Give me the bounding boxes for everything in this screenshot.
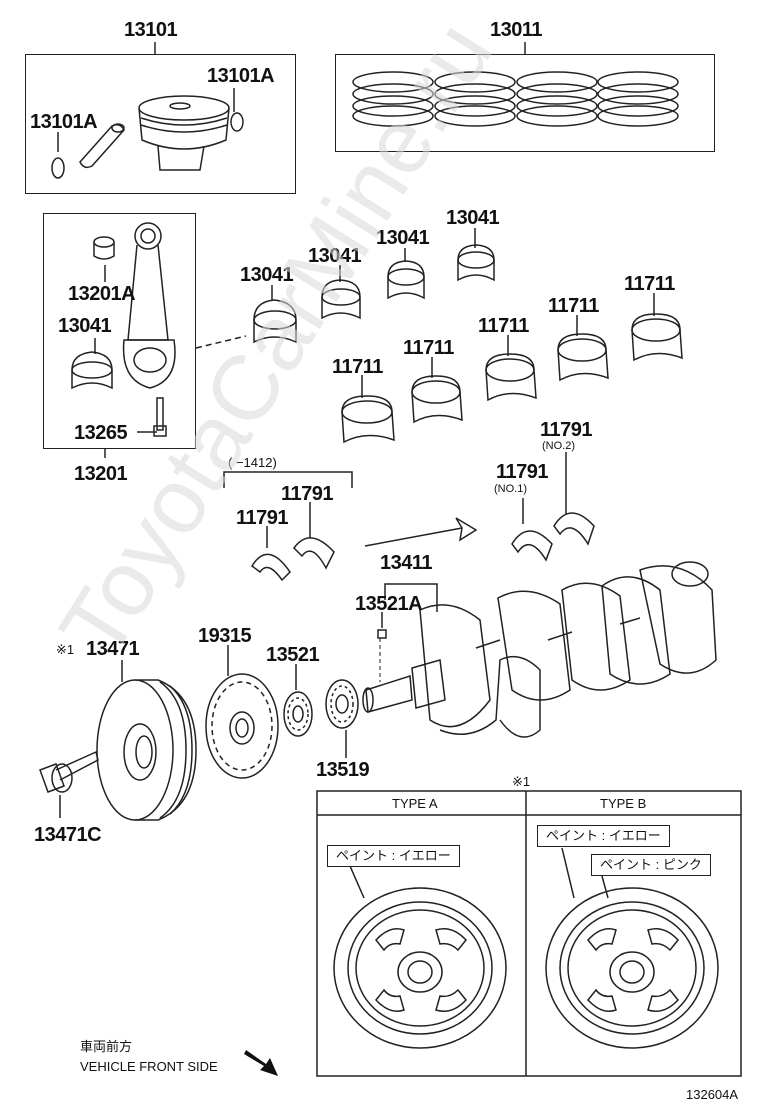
type-b-paint-callout-1: ペイント : イエロー: [537, 825, 670, 847]
main-bearing-upper-icons: [253, 244, 495, 344]
pulley-bolt-icon: [39, 750, 99, 793]
label-13521: 13521: [266, 644, 320, 666]
note-no1: (NO.1): [494, 483, 527, 495]
piston-icon: [138, 95, 230, 171]
oil-pump-drive-gear-icon: [283, 691, 313, 737]
type-table: [316, 790, 742, 1077]
label-13521A: 13521A: [355, 593, 423, 615]
snap-ring-left-icon: [51, 157, 65, 179]
label-11711-e: 11711: [624, 273, 675, 295]
label-11711-d: 11711: [548, 295, 599, 317]
figure-id: 132604A: [686, 1087, 739, 1102]
label-13201A: 13201A: [68, 283, 136, 305]
vehicle-front-en: VEHICLE FRONT SIDE: [80, 1059, 218, 1074]
type-b-pulley-icon: [545, 887, 719, 1049]
label-11711-c: 11711: [478, 315, 529, 337]
bracket-1412: [223, 471, 353, 488]
direction-arrow-icon: [364, 517, 478, 547]
type-a-pointer: [349, 865, 365, 899]
mark-13471: ※1: [56, 642, 75, 657]
label-11711-b: 11711: [403, 337, 454, 359]
label-13101A-left: 13101A: [30, 111, 98, 133]
label-13519: 13519: [316, 759, 370, 781]
label-13041-d: 13041: [446, 207, 500, 229]
type-b-pointer-1: [561, 847, 575, 899]
crank-sprocket-icon: [205, 673, 279, 779]
type-a-pulley-icon: [333, 887, 507, 1049]
type-table-mark: ※1: [512, 774, 531, 789]
crankshaft-pulley-icon: [96, 679, 197, 821]
piston-box: [25, 54, 296, 194]
rod-box: [43, 213, 196, 449]
rod-bearing-icon: [71, 351, 113, 390]
snap-ring-right-icon: [230, 112, 244, 132]
vehicle-front-jp: 車両前方: [80, 1039, 133, 1054]
note-1412: ( −1412): [228, 455, 277, 470]
piston-pin-icon: [79, 123, 125, 169]
type-a-header: TYPE A: [392, 796, 438, 811]
label-11791-left-b: 11791: [281, 483, 334, 505]
small-end-bushing-icon: [93, 236, 115, 260]
type-b-paint-callout-2: ペイント : ピンク: [591, 854, 711, 876]
type-b-pointer-2: [601, 875, 609, 899]
bracket-13411: [384, 583, 438, 600]
rod-bolt-icon: [153, 397, 167, 437]
label-13041-rod: 13041: [58, 315, 112, 337]
label-13411: 13411: [380, 552, 433, 574]
label-19315: 19315: [198, 625, 252, 647]
crank-key-icon: [377, 629, 387, 639]
label-13265: 13265: [74, 422, 128, 444]
vehicle-front-arrow-icon: [244, 1050, 278, 1076]
label-11791-left-a: 11791: [236, 507, 289, 529]
label-13101A-right: 13101A: [207, 65, 275, 87]
label-13201: 13201: [74, 463, 128, 485]
thrust-washer-icons: [251, 512, 595, 582]
label-13011: 13011: [490, 19, 543, 41]
label-11791-mid: 11791: [496, 461, 549, 483]
connecting-rod-icon: [122, 222, 176, 389]
label-13471: 13471: [86, 638, 140, 660]
rings-box: [335, 54, 715, 152]
label-13101: 13101: [124, 19, 178, 41]
label-11791-top: 11791: [540, 419, 593, 441]
piston-rings-icon: [352, 71, 679, 127]
type-a-paint-callout: ペイント : イエロー: [327, 845, 460, 867]
dashed-leader: [195, 335, 247, 349]
balance-shaft-gear-icon: [325, 679, 359, 729]
label-13041-a: 13041: [240, 264, 294, 286]
label-13041-b: 13041: [308, 245, 362, 267]
crankshaft-icon: [362, 561, 717, 738]
note-no2: (NO.2): [542, 440, 575, 452]
main-bearing-lower-icons: [341, 313, 683, 444]
label-13471C: 13471C: [34, 824, 102, 846]
label-11711-a: 11711: [332, 356, 383, 378]
type-b-header: TYPE B: [600, 796, 647, 811]
label-13041-c: 13041: [376, 227, 430, 249]
